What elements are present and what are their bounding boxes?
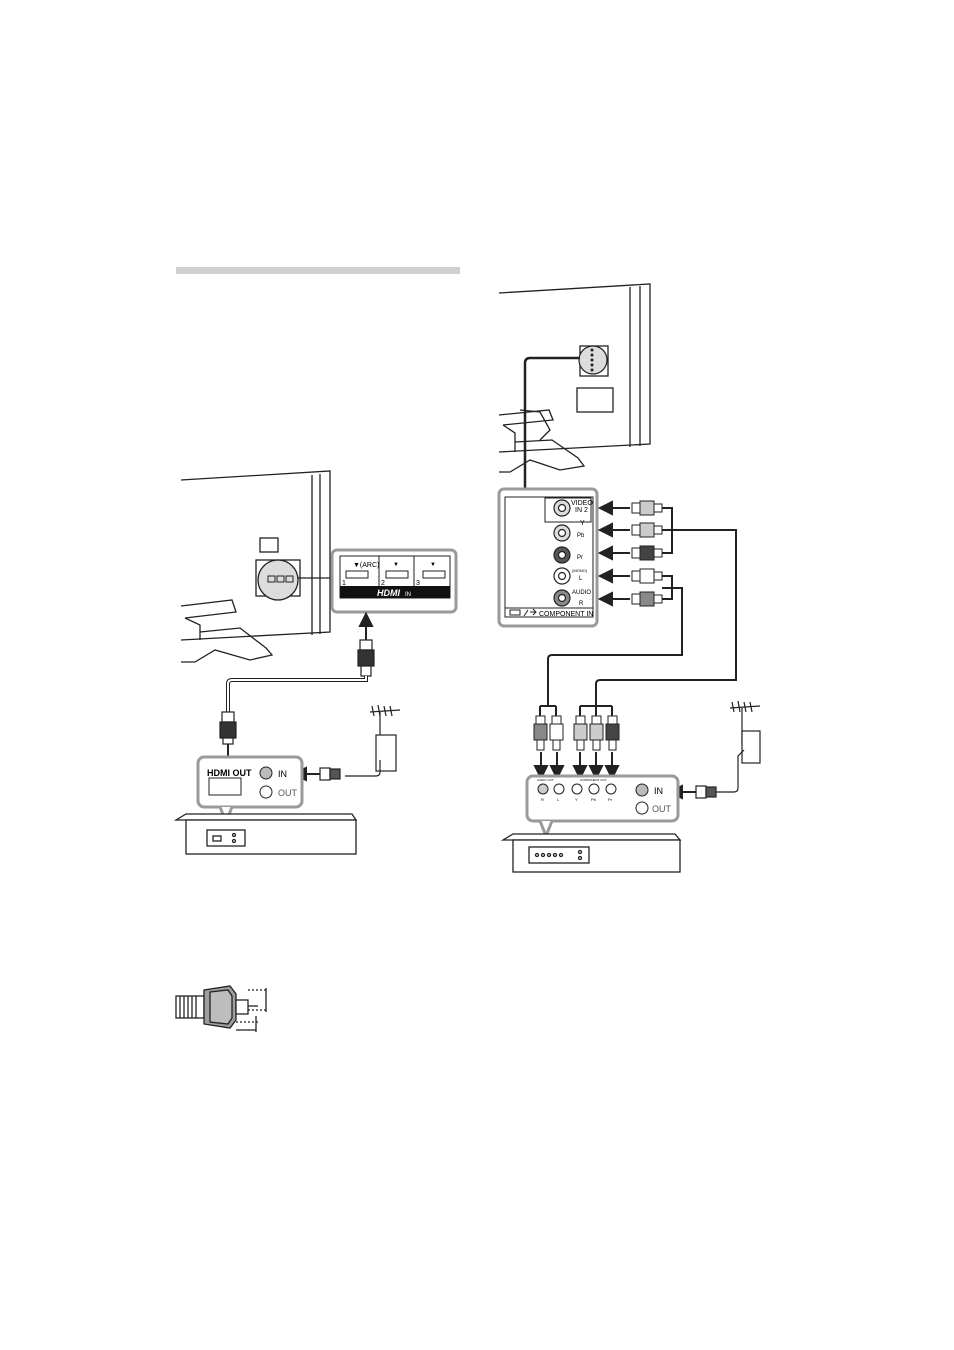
hdmi-out-label: HDMI OUT — [207, 768, 252, 778]
mono-label: (MONO) — [572, 568, 588, 573]
pr-label: Pr — [577, 555, 583, 561]
antenna-icon — [345, 705, 400, 776]
port-magnifier-circle — [258, 560, 298, 600]
component-in-label: COMPONENT IN — [539, 611, 593, 618]
rca-arrows — [600, 502, 630, 605]
left-device-box — [176, 814, 356, 854]
jack-label-pb: Pb — [591, 797, 597, 802]
left-tv-outline — [181, 471, 330, 662]
audio-out-label: AUDIO OUT — [537, 778, 554, 782]
device-in-label: IN — [278, 769, 287, 779]
right-tv-outline — [499, 284, 650, 472]
hdmi-plug-icon — [358, 640, 374, 676]
antenna-icon-right — [716, 701, 760, 792]
arc-label: ▼(ARC) — [353, 562, 379, 569]
device-out-label: OUT — [278, 788, 298, 798]
arrow-up-icon — [360, 614, 372, 640]
section-header-bar — [176, 267, 460, 274]
jack-label-r: R — [541, 797, 544, 802]
hdmi-logo: HDMI — [377, 588, 400, 598]
device-out-label-right: OUT — [652, 804, 672, 814]
port-number-1: 1 — [342, 580, 346, 587]
in2-label: IN 2 — [575, 507, 588, 514]
hdmi-plug-icon-device — [220, 712, 236, 744]
hdmi-port-3 — [423, 571, 445, 578]
jack-label-pr: Pr — [608, 797, 613, 802]
callout-leader-right — [525, 358, 580, 490]
device-in-label-right: IN — [654, 786, 663, 796]
down-arrows-right — [535, 752, 618, 778]
hdmi-port-2 — [386, 571, 408, 578]
port-3-arrow: ▼ — [430, 562, 436, 568]
port-number-2: 2 — [381, 580, 385, 587]
hdmi-in-panel — [332, 550, 456, 612]
audio-label: AUDIO — [572, 590, 591, 596]
hdmi-in-label: IN — [405, 592, 411, 598]
rca-plug-icons — [632, 501, 662, 606]
right-device-box — [503, 834, 680, 872]
rf-connector-icon — [176, 986, 266, 1032]
coaxial-plug-icon — [320, 768, 340, 780]
port-2-arrow: ▼ — [393, 562, 399, 568]
pb-label: Pb — [577, 533, 585, 539]
jack-label-y: Y — [575, 797, 578, 802]
port-number-3: 3 — [416, 580, 420, 587]
coaxial-plug-icon-right — [696, 786, 716, 798]
video-in-label: VIDEO — [571, 500, 593, 507]
y-label: Y — [580, 520, 585, 527]
hdmi-port-1 — [346, 571, 368, 578]
hdmi-cable — [228, 676, 366, 712]
lower-rca-plugs — [534, 716, 619, 750]
component-out-label: COMPONENT OUT — [580, 778, 607, 782]
r-label: R — [579, 601, 584, 607]
